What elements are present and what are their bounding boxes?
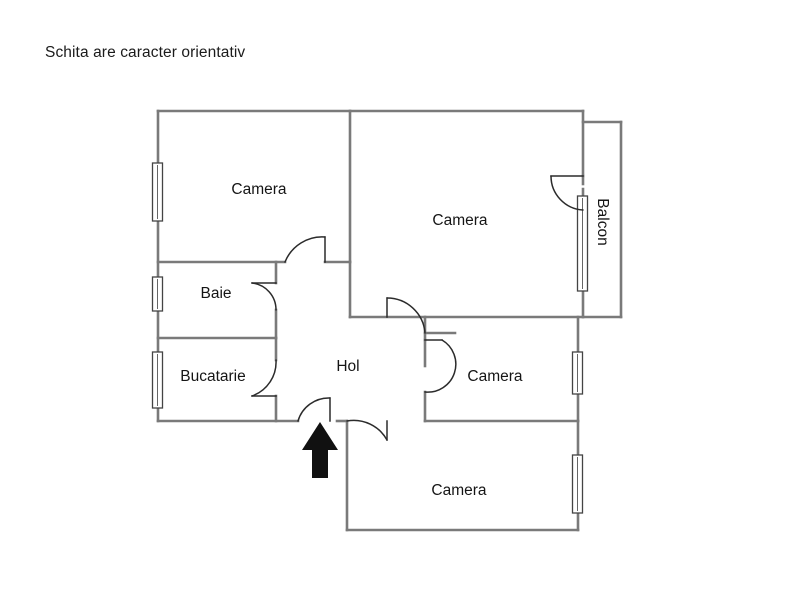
room-label-camera-bottom: Camera xyxy=(431,482,487,499)
window-bucatarie-icon xyxy=(151,351,164,409)
room-label-camera-top-left: Camera xyxy=(231,181,287,198)
doors-group xyxy=(251,175,584,441)
door-camera-top-left-icon xyxy=(284,236,326,263)
door-hol-to-camera-bottom-icon xyxy=(346,419,388,441)
room-label-balcon: Balcon xyxy=(594,198,611,245)
window-camera-bottom-icon xyxy=(571,454,584,514)
door-bucatarie-icon xyxy=(251,359,277,397)
page-title: Schita are caracter orientativ xyxy=(45,44,246,61)
window-camera-middle-right-icon xyxy=(571,351,584,395)
room-label-camera-middle-right: Camera xyxy=(467,368,523,385)
door-entrance-icon xyxy=(297,397,331,422)
door-hol-to-camera-top-right-icon xyxy=(386,297,426,334)
door-baie-icon xyxy=(251,282,277,311)
windows-group xyxy=(151,162,589,514)
walls-group xyxy=(156,109,623,532)
room-label-baie: Baie xyxy=(200,285,231,302)
room-labels-group: Camera Camera Balcon Baie Bucatarie Hol … xyxy=(180,181,611,499)
door-balcon-icon xyxy=(550,175,584,211)
window-camera-top-left-icon xyxy=(151,162,164,222)
entrance-arrow xyxy=(302,422,338,478)
window-baie-icon xyxy=(151,276,164,312)
room-label-camera-top-right: Camera xyxy=(432,212,488,229)
room-label-hol: Hol xyxy=(336,358,359,375)
room-label-bucatarie: Bucatarie xyxy=(180,368,245,385)
door-hol-to-camera-middle-right-icon xyxy=(424,339,457,393)
window-balcon-icon xyxy=(576,195,589,292)
